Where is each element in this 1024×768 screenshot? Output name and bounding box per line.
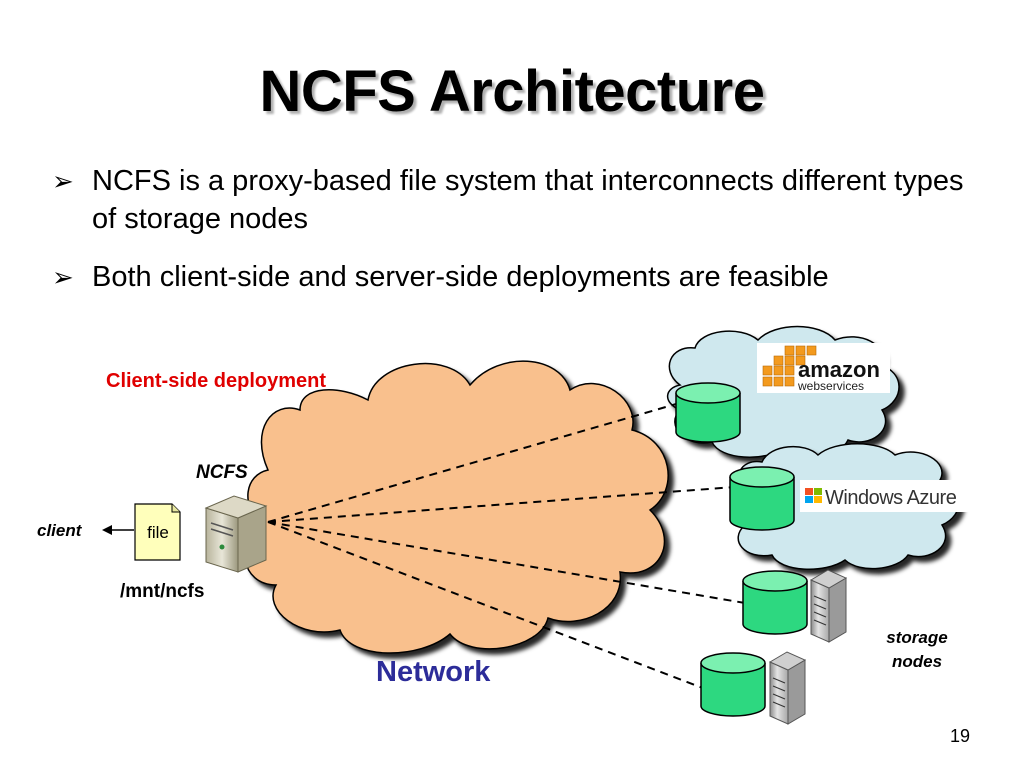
arrow-bullet-icon: ➢ <box>52 262 74 292</box>
page-number: 19 <box>949 726 970 746</box>
rack-server-icon <box>809 569 848 643</box>
deployment-label: Client-side deployment <box>106 370 326 392</box>
bullet-list: ➢ NCFS is a proxy-based file system that… <box>52 162 982 316</box>
amazon-logo-text: amazon <box>798 357 880 382</box>
bullet-item: ➢ Both client-side and server-side deplo… <box>52 258 982 296</box>
rack-server-icon <box>768 651 807 725</box>
client-label: client <box>37 521 83 540</box>
windows-azure-logo: Windows Azure <box>800 480 980 512</box>
bullet-text: NCFS is a proxy-based file system that i… <box>92 165 964 235</box>
arrow-bullet-icon: ➢ <box>52 166 74 196</box>
client-arrow <box>102 525 134 535</box>
storage-cylinder <box>700 652 766 717</box>
storage-cylinder <box>742 570 808 635</box>
storage-cylinder <box>675 382 741 443</box>
storage-nodes-label: nodes <box>892 652 942 671</box>
connection-lines <box>267 399 746 691</box>
slide-title: NCFS Architecture <box>259 59 765 124</box>
ncfs-server-icon <box>204 495 268 573</box>
file-label: file <box>147 523 169 542</box>
ncfs-label: NCFS <box>196 462 248 483</box>
bullet-text: Both client-side and server-side deploym… <box>92 261 829 293</box>
bullet-item: ➢ NCFS is a proxy-based file system that… <box>52 162 982 238</box>
amazon-web-services-logo: amazon webservices <box>757 343 890 393</box>
connection-line-amazon <box>267 399 691 523</box>
file-icon: file <box>134 503 181 561</box>
storage-nodes-label: storage <box>886 628 947 647</box>
connection-line-storage-1 <box>267 521 746 604</box>
storage-cylinder <box>729 466 795 531</box>
windows-flag-icon <box>805 488 822 503</box>
mount-path-label: /mnt/ncfs <box>120 581 204 602</box>
network-label: Network <box>376 656 491 688</box>
azure-logo-text: Windows Azure <box>825 487 957 509</box>
connection-line-storage-2 <box>267 521 709 691</box>
amazon-logo-subtext: webservices <box>797 379 864 393</box>
